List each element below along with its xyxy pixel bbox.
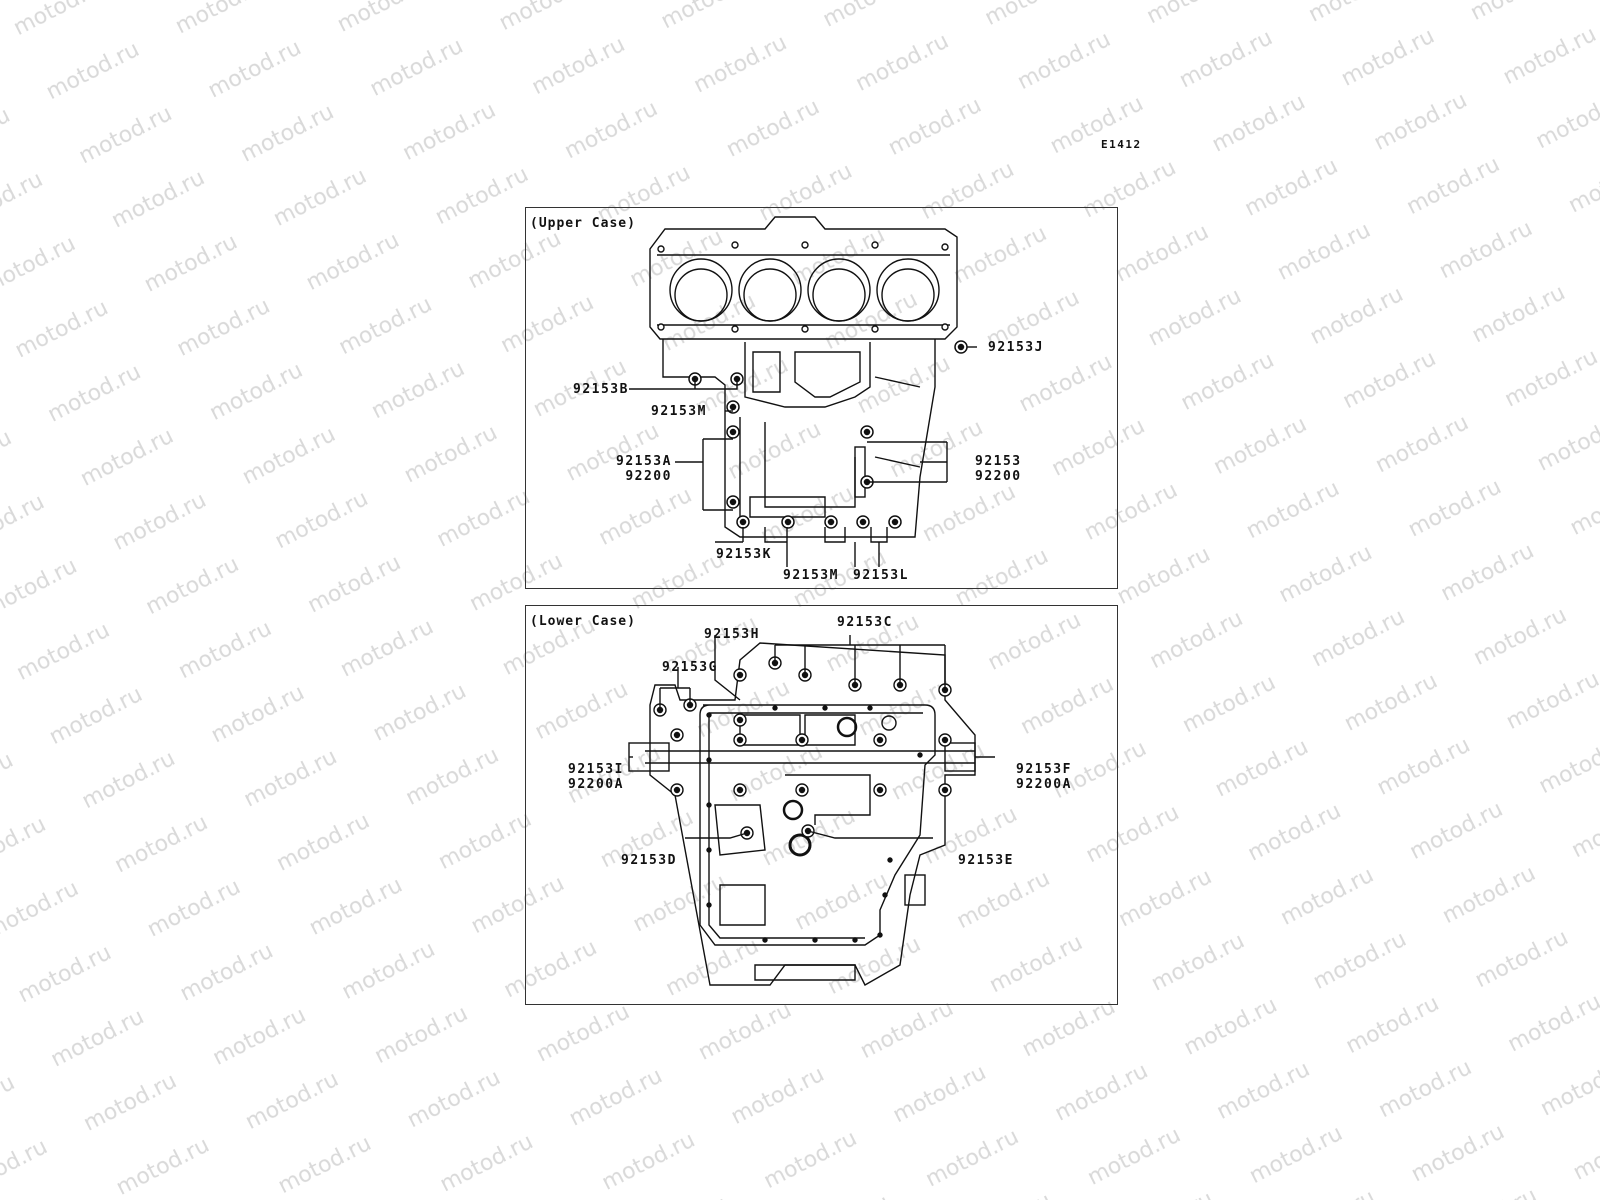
label-92153M-left: 92153M bbox=[651, 404, 707, 419]
label-92153M-bottom: 92153M bbox=[783, 568, 839, 583]
upper-case-panel: (Upper Case) bbox=[525, 207, 1118, 589]
label-92153C: 92153C bbox=[837, 615, 893, 630]
label-92153G: 92153G bbox=[662, 660, 718, 675]
label-92200: 92200 bbox=[625, 469, 672, 484]
label-92153-92200: 92153 92200 bbox=[975, 454, 1022, 484]
label-92153: 92153 bbox=[975, 454, 1022, 469]
label-92153A: 92153A bbox=[616, 454, 672, 469]
label-92153I: 92153I bbox=[568, 762, 624, 777]
label-92153B: 92153B bbox=[573, 382, 629, 397]
lower-case-title: (Lower Case) bbox=[530, 614, 636, 629]
label-92153F-92200A: 92153F 92200A bbox=[1016, 762, 1072, 792]
upper-crankcase-drawing bbox=[629, 216, 977, 567]
figure-code: E1412 bbox=[1101, 138, 1142, 151]
label-92153F: 92153F bbox=[1016, 762, 1072, 777]
label-92153D: 92153D bbox=[621, 853, 677, 868]
label-92200A-left: 92200A bbox=[568, 777, 624, 792]
lower-crankcase-drawing bbox=[628, 635, 995, 986]
label-92153E: 92153E bbox=[958, 853, 1014, 868]
label-92200-right: 92200 bbox=[975, 469, 1022, 484]
label-92153A-92200: 92153A 92200 bbox=[616, 454, 672, 484]
lower-case-panel: (Lower Case) bbox=[525, 605, 1118, 1005]
label-92153I-92200A: 92153I 92200A bbox=[568, 762, 624, 792]
label-92153L: 92153L bbox=[853, 568, 909, 583]
label-92153H: 92153H bbox=[704, 627, 760, 642]
label-92153J: 92153J bbox=[988, 340, 1044, 355]
label-92200A-right: 92200A bbox=[1016, 777, 1072, 792]
upper-case-title: (Upper Case) bbox=[530, 216, 636, 231]
label-92153K: 92153K bbox=[716, 547, 772, 562]
